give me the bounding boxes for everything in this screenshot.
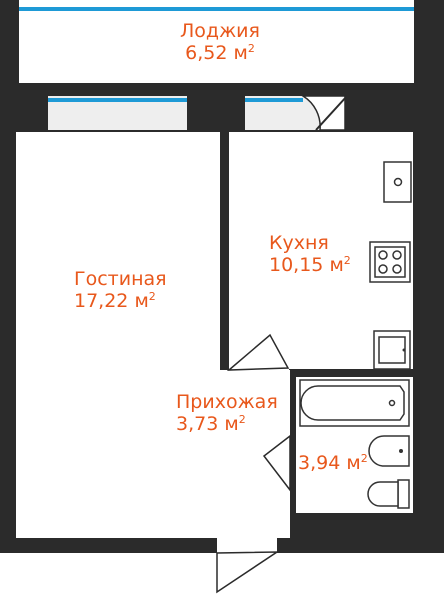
bath-door-swing xyxy=(262,434,291,493)
bathtub-inner xyxy=(300,385,405,421)
room-name-living: Гостиная xyxy=(74,268,167,290)
stove-top xyxy=(374,246,406,278)
balcony-door-swing xyxy=(300,95,346,131)
room-area-hall: 3,73 м2 xyxy=(176,413,246,435)
toilet-tank xyxy=(397,479,410,509)
burner-4 xyxy=(392,264,402,274)
toilet-bowl xyxy=(367,481,399,507)
washer-knob xyxy=(402,348,406,352)
washer-inner xyxy=(378,336,406,364)
room-loggia xyxy=(19,0,414,83)
label-bath: 3,94 м2 xyxy=(298,452,368,474)
label-hall: Прихожая 3,73 м2 xyxy=(176,391,278,435)
label-kitchen: Кухня 10,15 м2 xyxy=(269,232,351,276)
balcony-door-leaf xyxy=(315,95,348,131)
label-living: Гостиная 17,22 м2 xyxy=(74,268,167,312)
kitchen-sink-drain xyxy=(393,177,403,187)
washbasin-drain xyxy=(399,449,403,453)
room-name-hall: Прихожая xyxy=(176,391,278,413)
living-door-swing xyxy=(168,372,247,521)
burner-3 xyxy=(378,264,388,274)
entrance-door-swing xyxy=(216,551,280,594)
kitchen-door-swing xyxy=(226,333,290,371)
washbasin xyxy=(368,435,410,467)
room-area-kitchen: 10,15 м2 xyxy=(269,254,351,276)
burner-2 xyxy=(392,250,402,260)
bathtub-drain xyxy=(388,399,396,407)
room-name-loggia: Лоджия xyxy=(180,20,260,42)
room-name-kitchen: Кухня xyxy=(269,232,329,254)
room-area-living: 17,22 м2 xyxy=(74,290,156,312)
burner-1 xyxy=(378,250,388,260)
label-loggia: Лоджия 6,52 м2 xyxy=(150,20,290,64)
room-area-bath: 3,94 м2 xyxy=(298,452,368,474)
room-area-loggia: 6,52 м2 xyxy=(185,42,255,64)
kitchen-sink xyxy=(383,161,412,203)
